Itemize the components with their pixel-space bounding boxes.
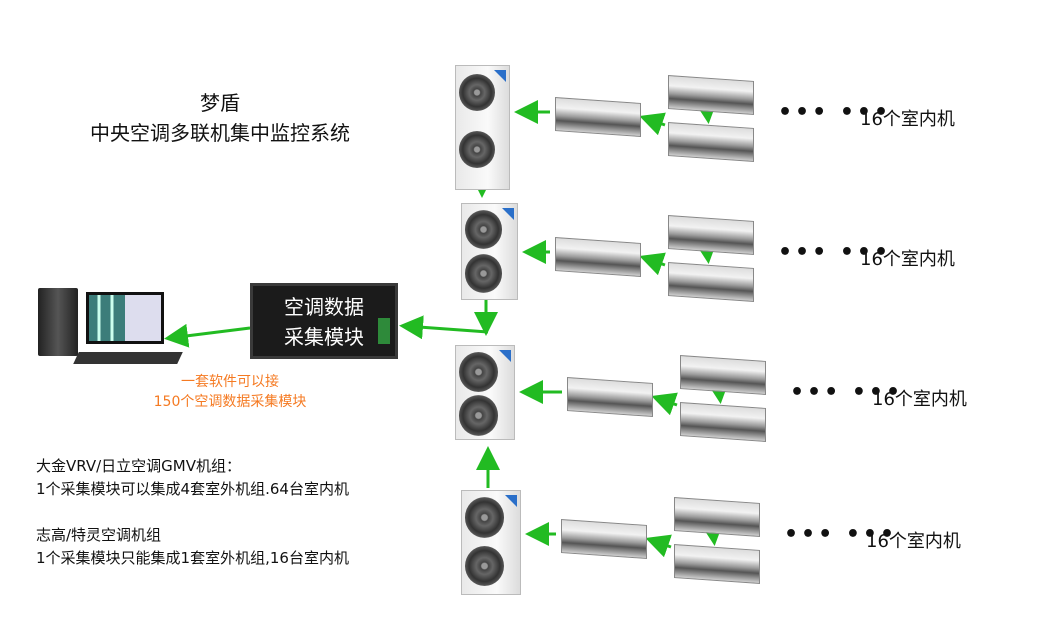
fan-icon: [464, 209, 503, 249]
fan-icon: [458, 351, 499, 393]
fan-icon: [458, 131, 495, 169]
arrow-indoor-to-indoor: [645, 534, 672, 558]
diagram-title: 梦盾 中央空调多联机集中监控系统: [50, 88, 390, 148]
software-note-1: 一套软件可以接: [181, 374, 279, 390]
arrow-indoor-to-indoor: [651, 392, 678, 416]
note-group2-title: 志高/特灵空调机组: [36, 526, 162, 544]
indoor-unit: [674, 543, 760, 585]
arrow-outdoor-to-module: [399, 315, 489, 340]
brand-logo-icon: [502, 208, 514, 220]
indoor-unit: [668, 74, 754, 116]
data-acquisition-module: 空调数据 采集模块: [250, 283, 398, 359]
brand-logo-icon: [505, 495, 517, 507]
indoor-unit: [680, 401, 766, 443]
outdoor-unit: [455, 65, 510, 190]
indoor-count-label: 16个室内机: [866, 531, 961, 552]
indoor-count-label: 16个室内机: [860, 249, 955, 270]
title-system: 中央空调多联机集中监控系统: [90, 121, 350, 145]
title-brand: 梦盾: [200, 91, 240, 115]
brand-logo-icon: [499, 350, 511, 362]
indoor-unit: [555, 96, 641, 138]
arrow-indoor-to-indoor: [639, 112, 666, 136]
fan-icon: [464, 254, 503, 294]
more-units-ellipsis: ••• •••: [790, 380, 904, 405]
module-label-1: 空调数据: [284, 295, 364, 319]
brand-logo-icon: [494, 70, 506, 82]
monitor-icon: [86, 292, 164, 344]
outdoor-unit: [461, 490, 521, 595]
indoor-unit: [561, 518, 647, 560]
terminal-block-icon: [378, 318, 390, 344]
fan-icon: [464, 497, 505, 539]
outdoor-unit: [455, 345, 515, 440]
indoor-unit: [668, 121, 754, 163]
arrow-module-to-pc: [164, 323, 251, 348]
compatibility-notes: 大金VRV/日立空调GMV机组： 1个采集模块可以集成4套室外机组.64台室内机…: [36, 455, 349, 570]
indoor-unit: [668, 214, 754, 256]
note-group1-desc: 1个采集模块可以集成4套室外机组.64台室内机: [36, 480, 349, 498]
outdoor-unit: [461, 203, 518, 300]
note-group2-desc: 1个采集模块只能集成1套室外机组,16台室内机: [36, 549, 349, 567]
indoor-unit: [555, 236, 641, 278]
indoor-unit: [674, 496, 760, 538]
more-units-ellipsis: ••• •••: [784, 522, 898, 547]
module-label-2: 采集模块: [284, 325, 364, 349]
pc-tower-icon: [38, 288, 78, 356]
fan-icon: [458, 395, 499, 437]
indoor-count-label: 16个室内机: [860, 109, 955, 130]
software-note-2: 150个空调数据采集模块: [153, 394, 307, 410]
indoor-count-label: 16个室内机: [872, 389, 967, 410]
more-units-ellipsis: ••• •••: [778, 240, 892, 265]
fan-icon: [458, 73, 495, 111]
more-units-ellipsis: ••• •••: [778, 100, 892, 125]
fan-icon: [464, 545, 505, 587]
software-note: 一套软件可以接 150个空调数据采集模块: [130, 372, 330, 412]
indoor-unit: [668, 261, 754, 303]
indoor-unit: [567, 376, 653, 418]
note-group1-title: 大金VRV/日立空调GMV机组：: [36, 457, 242, 475]
indoor-unit: [680, 354, 766, 396]
arrow-indoor-to-indoor: [639, 252, 666, 276]
